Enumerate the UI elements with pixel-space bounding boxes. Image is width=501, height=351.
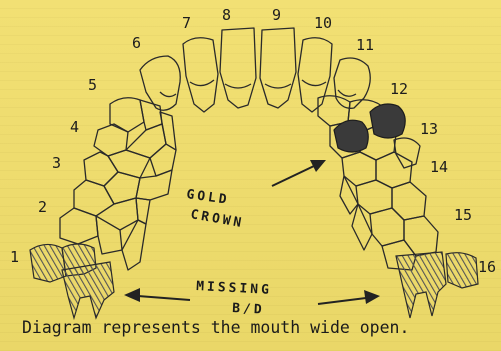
tooth-number-13: 13 (420, 120, 438, 138)
tooth-number-11: 11 (356, 36, 374, 54)
tooth-number-2: 2 (38, 198, 47, 216)
tooth-number-6: 6 (132, 34, 141, 52)
gold-crown-13 (334, 120, 368, 152)
tooth-number-5: 5 (88, 76, 97, 94)
tooth-number-9: 9 (272, 6, 281, 24)
tooth-9 (260, 28, 296, 108)
tooth-number-10: 10 (314, 14, 332, 32)
tooth-11-inner (338, 90, 356, 96)
missing-label-line2: B/D (232, 301, 265, 318)
tooth-number-15: 15 (454, 206, 472, 224)
tooth-number-3: 3 (52, 154, 61, 172)
tooth-number-8: 8 (222, 6, 231, 24)
tooth-number-4: 4 (70, 118, 79, 136)
tooth-number-1: 1 (10, 248, 19, 266)
tooth-10-edge (302, 80, 326, 86)
tooth-8 (220, 28, 256, 108)
gold-crown-label-line1: GOLD (185, 187, 230, 208)
tooth-number-16: 16 (478, 258, 496, 276)
tooth-number-14: 14 (430, 158, 448, 176)
tooth-8-edge (225, 84, 251, 88)
tooth-6-inner (160, 92, 176, 97)
missing-tooth-1 (30, 244, 66, 282)
tooth-7 (183, 38, 218, 112)
gold-crown-arrow (272, 160, 326, 186)
tooth-number-12: 12 (390, 80, 408, 98)
missing-tooth-15 (396, 252, 446, 318)
missing-label-line1: MISSING (196, 279, 272, 298)
tooth-9-edge (265, 84, 291, 88)
gold-crown-12 (370, 104, 405, 138)
missing-left-arrow (124, 288, 190, 302)
tooth-number-7: 7 (182, 14, 191, 32)
missing-tooth-2b (62, 262, 114, 318)
tooth-10 (298, 38, 332, 112)
diagram-caption: Diagram represents the mouth wide open. (22, 318, 492, 337)
missing-tooth-16 (446, 253, 478, 288)
missing-right-arrow (318, 290, 380, 304)
gold-crown-label-line2: CROWN (189, 207, 245, 231)
tooth-7-edge (190, 80, 214, 86)
